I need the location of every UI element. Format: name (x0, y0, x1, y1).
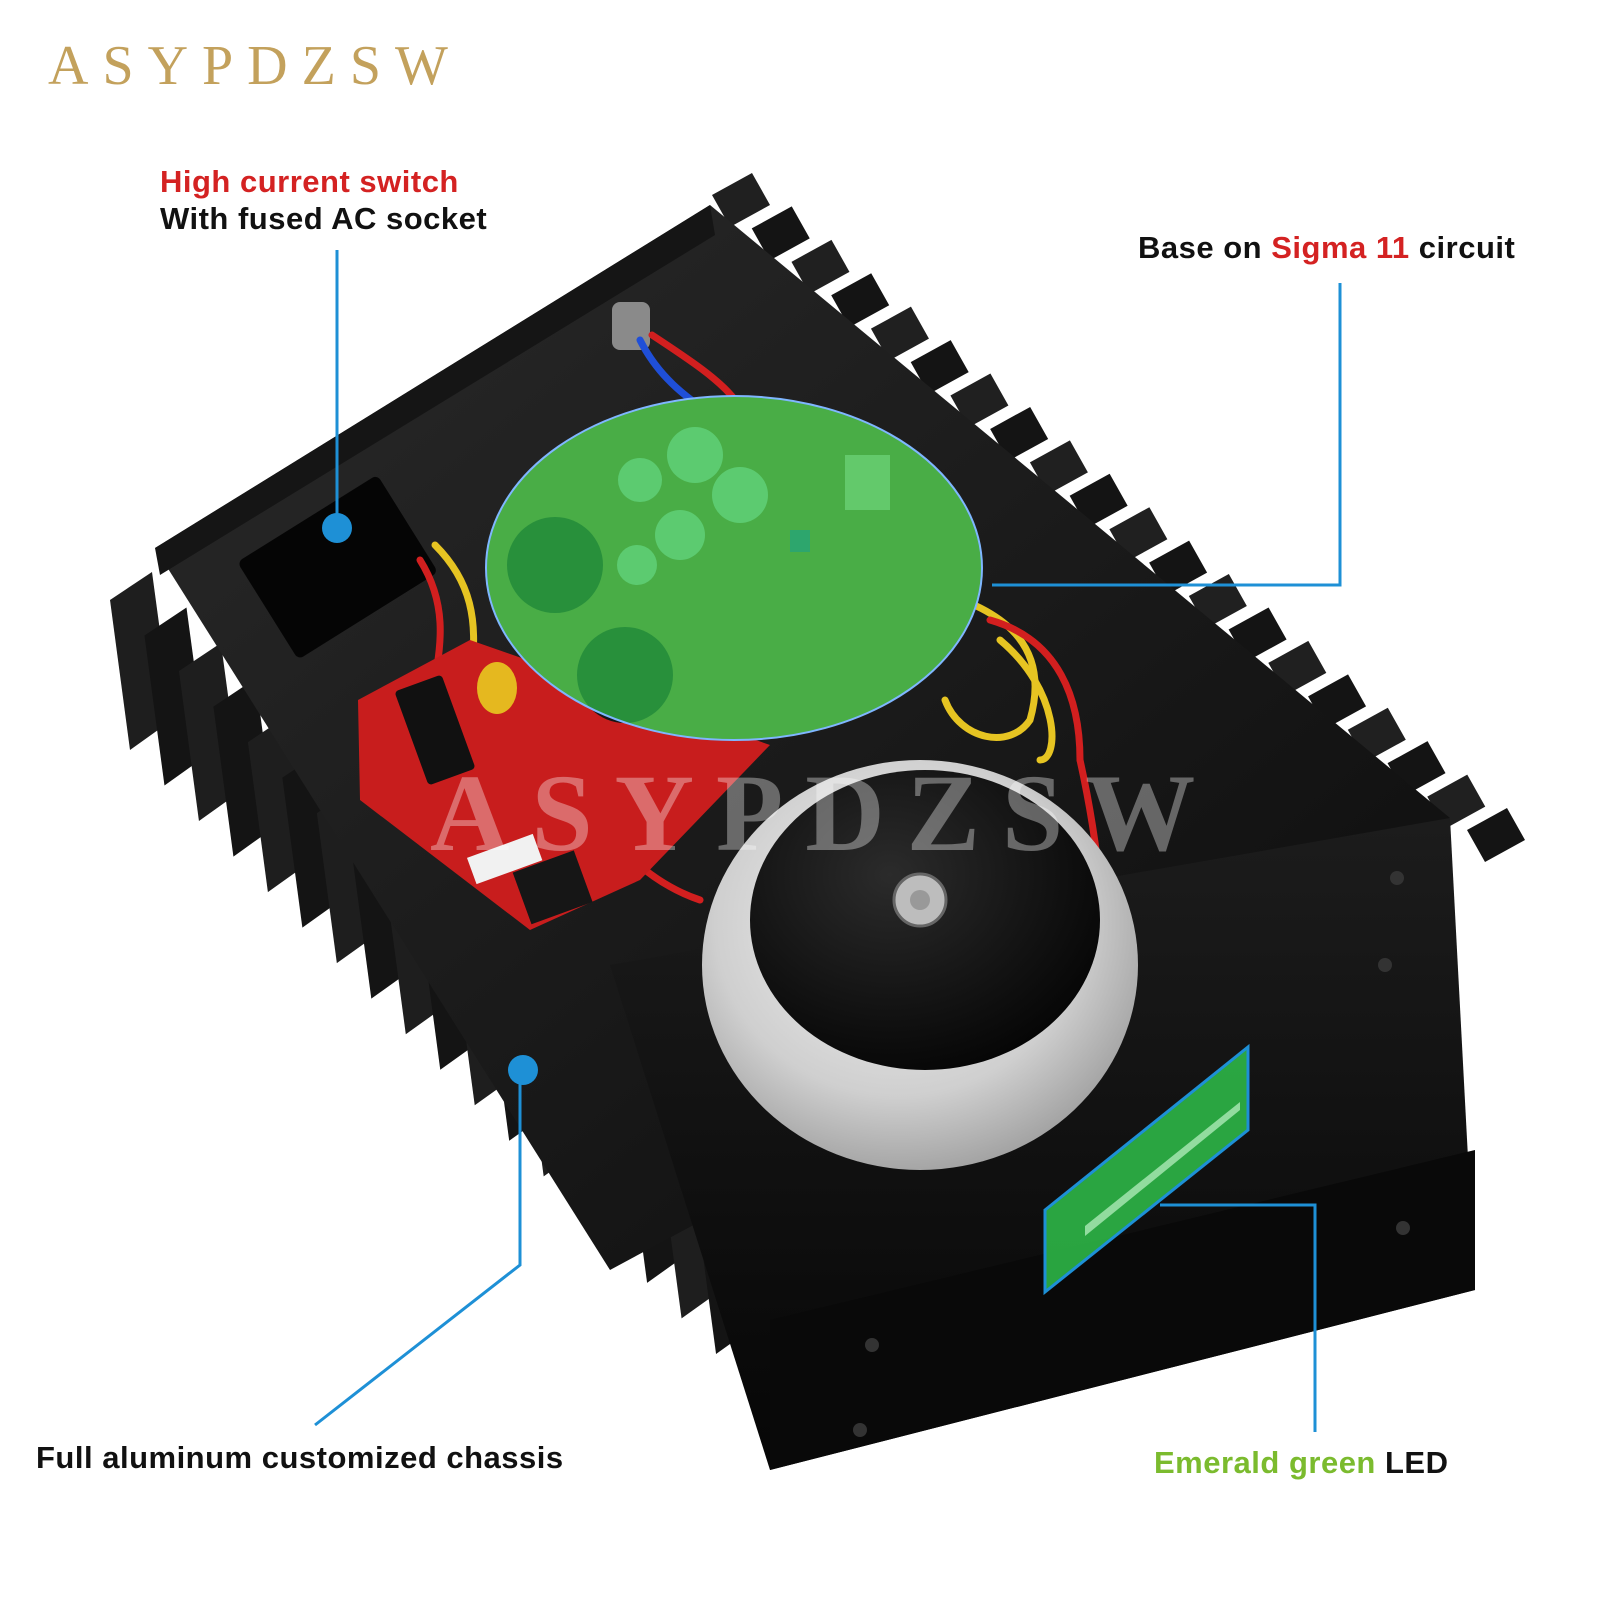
right-heatsink-fin (1029, 440, 1088, 495)
circuit-leader-line (992, 283, 1342, 587)
right-heatsink-fin (990, 406, 1049, 461)
led-leader-line (1160, 1203, 1317, 1432)
right-heatsink-fin (791, 239, 850, 294)
right-heatsink-fin (712, 173, 770, 227)
led-window-highlight (1043, 1043, 1250, 1296)
callout-dots (322, 513, 538, 1085)
sigma11-board (485, 395, 983, 741)
led-callout-suffix: LED (1385, 1445, 1449, 1480)
right-heatsink-fin (950, 373, 1009, 428)
circuit-callout: Base on Sigma 11 circuit (1138, 230, 1515, 266)
pcb-parts (395, 662, 593, 925)
circuit-callout-prefix: Base on (1138, 230, 1263, 265)
rear-panel (155, 205, 715, 575)
led-callout: Emerald green LED (1154, 1445, 1449, 1481)
switch-callout-subtitle: With fused AC socket (160, 201, 488, 236)
chassis-leader-line (314, 1075, 522, 1427)
front-panel-edge (770, 1150, 1475, 1470)
callout-lines (314, 250, 1342, 1432)
circuit-callout-highlight: Sigma 11 (1271, 230, 1410, 265)
front-screws (853, 871, 1410, 1437)
brand-logo: ASYPDZSW (48, 35, 462, 97)
right-heatsink-fin (910, 340, 969, 395)
circuit-callout-suffix: circuit (1418, 230, 1516, 265)
switch-dot (322, 513, 352, 543)
right-heatsink-fin (751, 206, 810, 261)
ac-socket (239, 476, 436, 658)
led-callout-highlight: Emerald green (1154, 1445, 1376, 1480)
sigma11-highlight (485, 395, 983, 741)
right-heatsink-fin (1467, 808, 1525, 862)
right-heatsink-fin (1109, 507, 1168, 562)
chassis-dot (508, 1055, 538, 1085)
toroidal-transformer (702, 760, 1138, 1170)
chassis-floor (155, 205, 1450, 1270)
led-strip (1085, 1102, 1240, 1236)
right-heatsink-fin (831, 273, 890, 328)
switch-callout-title: High current switch (160, 164, 459, 199)
right-heatsink (712, 173, 1525, 862)
right-heatsink-fin (1069, 473, 1128, 528)
right-heatsink-fin (870, 306, 929, 361)
watermark-text: ASYPDZSW (430, 752, 1217, 874)
chassis-callout: Full aluminum customized chassis (36, 1440, 564, 1475)
